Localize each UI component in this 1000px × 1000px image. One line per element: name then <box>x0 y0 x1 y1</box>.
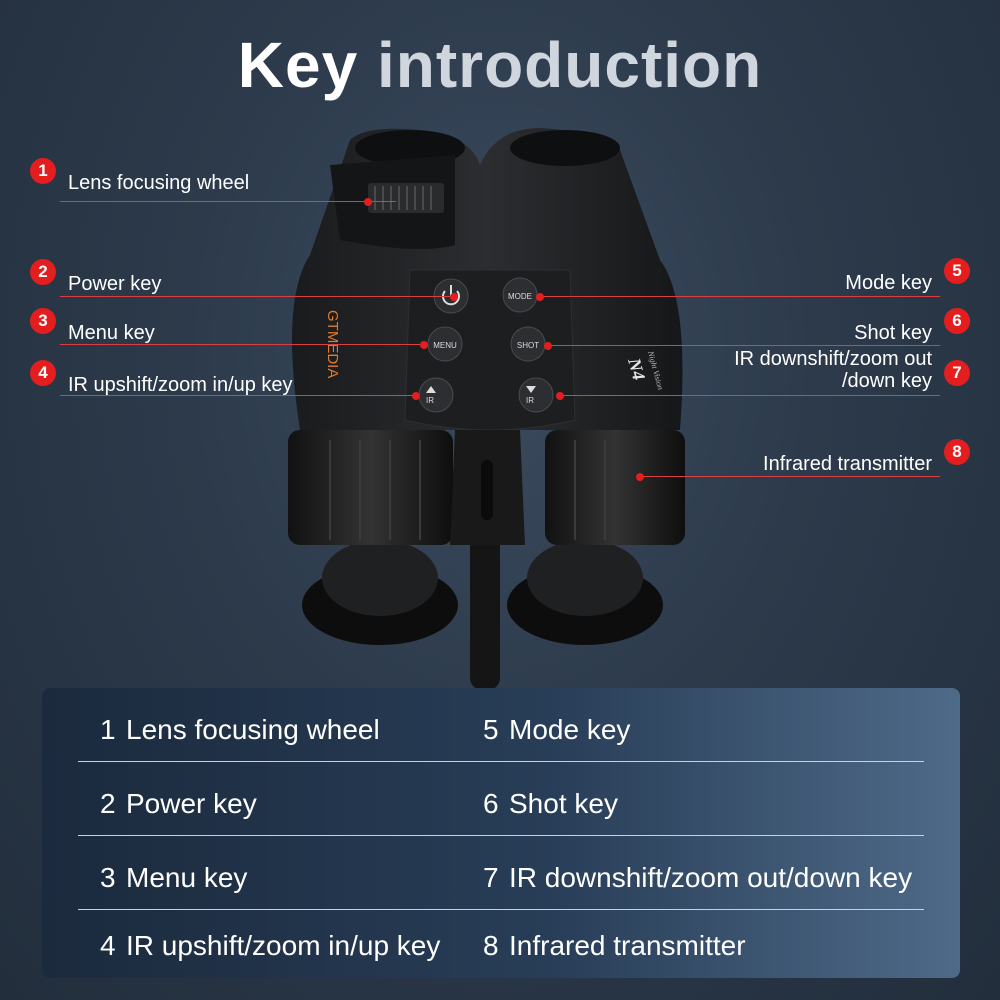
key-list-table: 1 Lens focusing wheel 5 Mode key 2 Power ke… <box>42 688 960 978</box>
callout-label-line2: /down key <box>841 370 932 392</box>
callout-menu-key: 3 Menu key <box>30 308 430 349</box>
callout-mode-key: 5 Mode key <box>536 258 970 301</box>
menu-button-label: MENU <box>433 341 457 350</box>
callout-ir-upshift-key: 4 IR upshift/zoom in/up key <box>30 360 422 400</box>
table-row: 3 Menu key 7 IR downshift/zoom out/down ke… <box>78 840 924 910</box>
item-number: 5 <box>483 714 499 745</box>
mode-button-label: MODE <box>508 292 532 301</box>
callout-shot-key: 6 Shot key <box>544 308 970 350</box>
ir-down-button-label: IR <box>526 396 534 405</box>
table-row: 2 Power key 6 Shot key <box>78 766 924 836</box>
item-label: Mode key <box>509 714 631 745</box>
callout-label: IR upshift/zoom in/up key <box>68 374 293 396</box>
callout-number-4: 4 <box>30 360 56 386</box>
callout-label: Lens focusing wheel <box>68 172 250 194</box>
callout-number-8: 8 <box>944 439 970 465</box>
item-label: Shot key <box>509 788 618 819</box>
callout-number-2: 2 <box>30 259 56 285</box>
item-label: IR downshift/zoom out/down key <box>509 862 913 893</box>
title-word-key: Key <box>237 29 359 101</box>
item-number: 1 <box>100 714 116 745</box>
item-label: Lens focusing wheel <box>126 714 380 745</box>
item-number: 2 <box>100 788 116 819</box>
callout-label: Menu key <box>68 322 155 344</box>
callout-power-key: 2 Power key <box>30 259 460 301</box>
item-number: 8 <box>483 930 499 961</box>
table-row: 4 IR upshift/zoom in/up key 8 Infrared tra… <box>78 908 924 978</box>
item-label: Power key <box>126 788 257 819</box>
shot-button-label: SHOT <box>517 341 539 350</box>
callout-lens-focusing-wheel: 1 Lens focusing wheel <box>30 158 396 206</box>
table-row: 1 Lens focusing wheel 5 Mode key <box>78 692 924 762</box>
item-number: 7 <box>483 862 499 893</box>
callout-number-7: 7 <box>944 360 970 386</box>
callout-ir-downshift-key: 7 IR downshift/zoom out /down key <box>556 348 970 400</box>
item-number: 6 <box>483 788 499 819</box>
row-divider <box>78 761 924 762</box>
callout-label: Power key <box>68 273 162 295</box>
callout-number-5: 5 <box>944 258 970 284</box>
item-label: IR upshift/zoom in/up key <box>126 930 441 961</box>
title-word-introduction: introduction <box>376 29 763 101</box>
callout-label: Infrared transmitter <box>763 453 932 475</box>
page-title: Key introduction <box>0 28 1000 102</box>
callout-label-line1: IR downshift/zoom out <box>734 348 932 370</box>
callout-number-1: 1 <box>30 158 56 184</box>
item-label: Infrared transmitter <box>509 930 746 961</box>
item-number: 3 <box>100 862 116 893</box>
ir-up-button-label: IR <box>426 396 434 405</box>
callout-number-6: 6 <box>944 308 970 334</box>
callout-number-3: 3 <box>30 308 56 334</box>
row-divider <box>78 835 924 836</box>
night-vision-binocular-image: GTMEDIA N4 Night Vision MODE MENU SHOT I… <box>288 128 685 690</box>
callout-infrared-transmitter: 8 Infrared transmitter <box>636 439 970 481</box>
callout-label: Mode key <box>845 272 932 294</box>
item-number: 4 <box>100 930 116 961</box>
item-label: Menu key <box>126 862 248 893</box>
callout-label: Shot key <box>854 322 932 344</box>
row-divider <box>78 909 924 910</box>
